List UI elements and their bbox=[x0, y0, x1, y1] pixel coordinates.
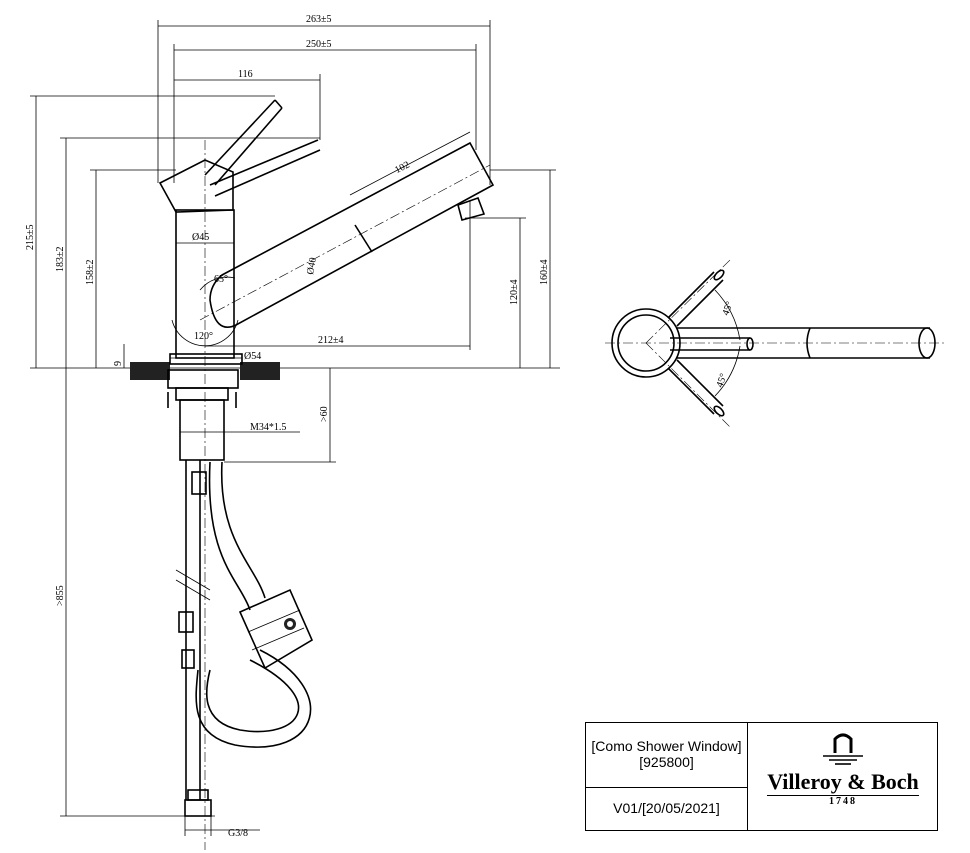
dim-9: 9 bbox=[113, 361, 124, 366]
top-view bbox=[605, 259, 945, 428]
brand-logo-cell: Villeroy & Boch 1748 bbox=[748, 723, 938, 831]
title-block: [Como Shower Window] [925800] V01/[20/05… bbox=[585, 722, 938, 831]
product-code: [925800] bbox=[639, 754, 694, 770]
brand-emblem-icon bbox=[823, 733, 863, 765]
dim-263: 263±5 bbox=[306, 14, 332, 25]
dim-102: 102 bbox=[393, 159, 411, 176]
dim-158: 158±2 bbox=[85, 260, 96, 286]
shank bbox=[167, 369, 239, 461]
dim-60: >60 bbox=[319, 406, 330, 422]
dim-d45: Ø45 bbox=[192, 232, 209, 243]
mixer-body bbox=[158, 99, 321, 365]
dim-120: 120±4 bbox=[509, 280, 520, 306]
top-angle-lower: 45° bbox=[714, 372, 729, 389]
dim-d40: Ø40 bbox=[305, 257, 319, 276]
dim-212: 212±4 bbox=[318, 335, 344, 346]
brand-name: Villeroy & Boch bbox=[767, 769, 919, 796]
dim-116: 116 bbox=[238, 69, 253, 80]
dim-215: 215±5 bbox=[25, 225, 36, 251]
dim-d54: Ø54 bbox=[244, 351, 261, 362]
side-view: 263±5 250±5 116 102 215±5 183±2 158±2 9 … bbox=[25, 14, 560, 850]
dim-183: 183±2 bbox=[55, 247, 66, 273]
version: V01/[20/05/2021] bbox=[613, 800, 720, 816]
dim-160: 160±4 bbox=[539, 260, 550, 286]
dim-thread: M34*1.5 bbox=[250, 422, 286, 433]
hoses bbox=[175, 460, 314, 817]
dim-angle-120: 120° bbox=[194, 331, 213, 342]
dimension-lines bbox=[30, 20, 556, 836]
countertop-section bbox=[130, 362, 280, 380]
brand-year: 1748 bbox=[829, 796, 857, 807]
title-product-cell: [Como Shower Window] [925800] bbox=[586, 723, 748, 788]
product-name: [Como Shower Window] bbox=[591, 738, 742, 754]
dim-250: 250±5 bbox=[306, 39, 332, 50]
dim-angle-65: 65° bbox=[214, 274, 228, 285]
top-angle-upper: 45° bbox=[720, 300, 735, 317]
dim-g38: G3/8 bbox=[228, 828, 248, 839]
dim-855: >855 bbox=[55, 585, 66, 606]
title-version-cell: V01/[20/05/2021] bbox=[586, 788, 748, 831]
